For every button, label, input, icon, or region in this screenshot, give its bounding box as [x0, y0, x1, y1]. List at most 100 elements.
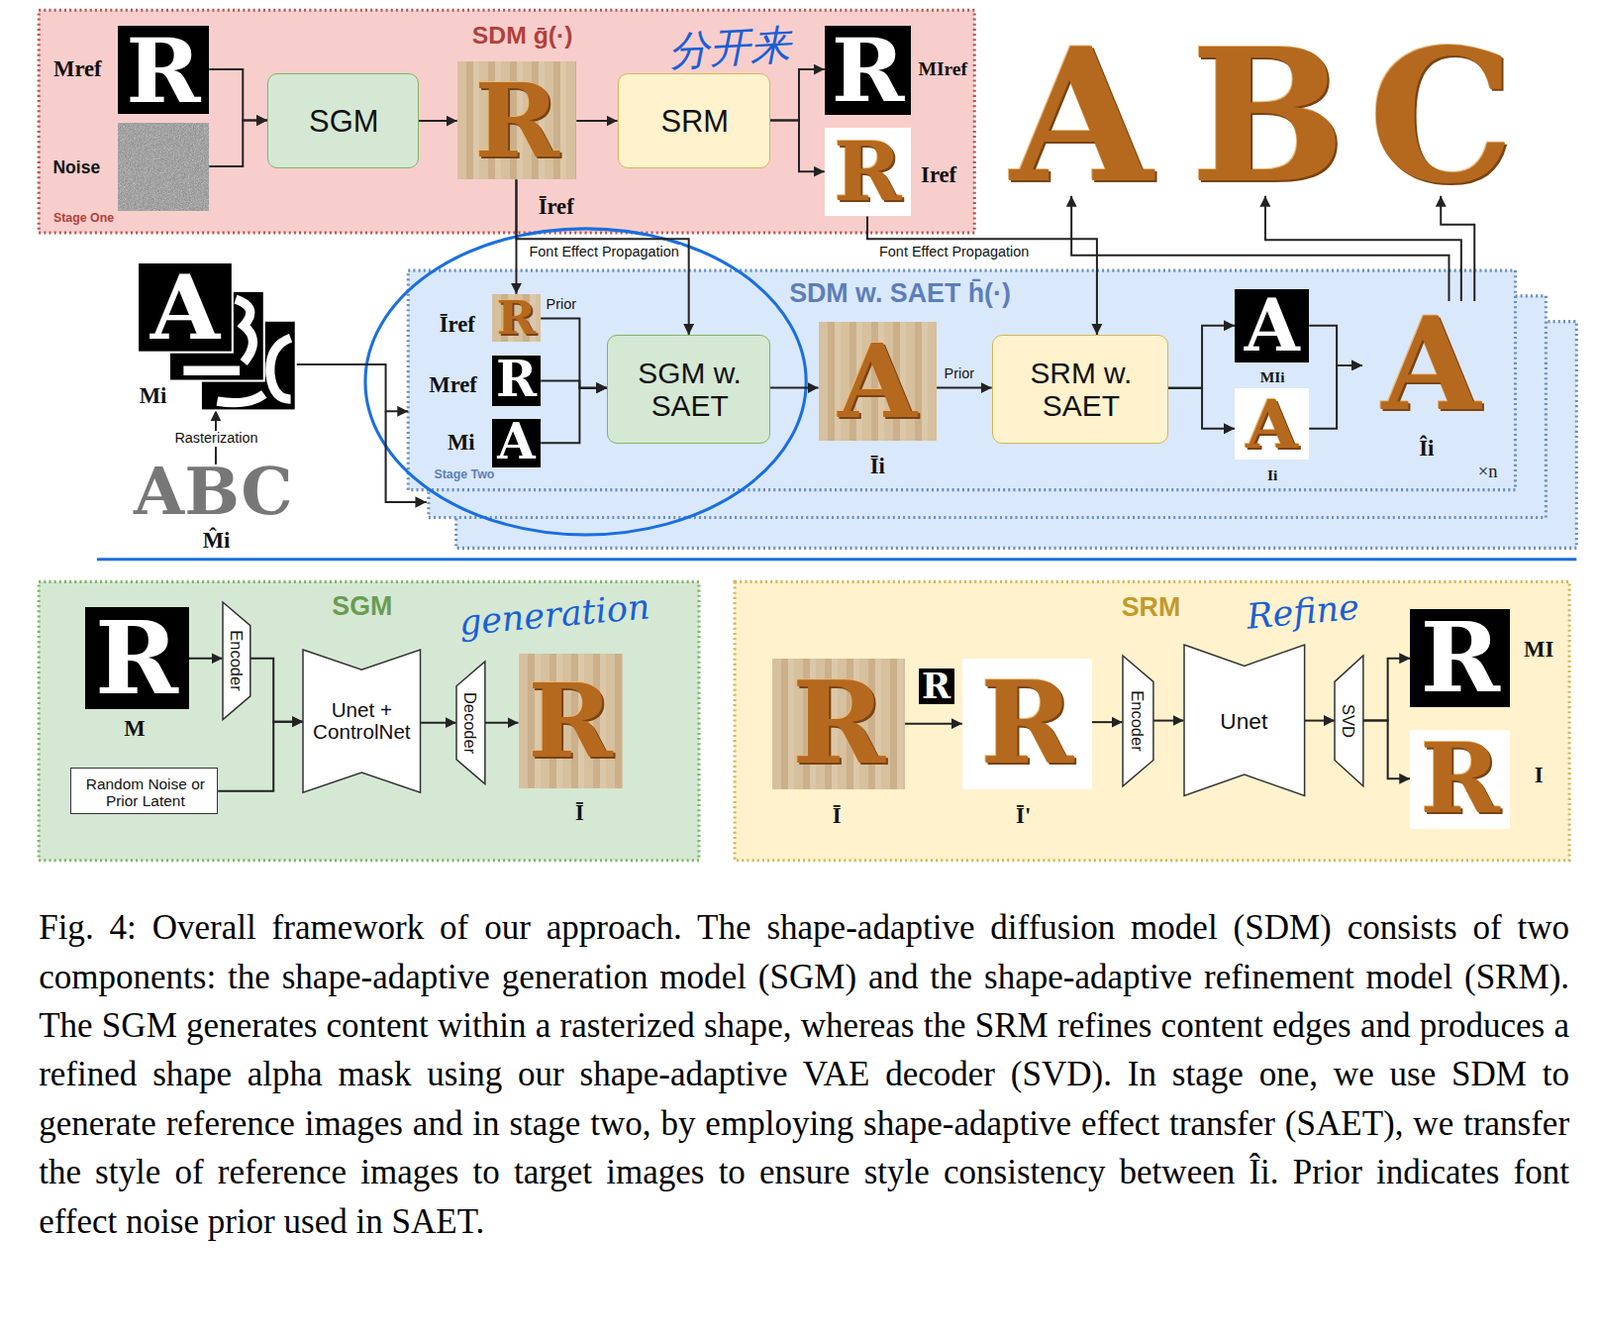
text-holder: A — [1245, 396, 1299, 450]
text-holder: Īref — [538, 195, 575, 220]
panel-title: SRM — [1121, 593, 1182, 622]
module-name: SGM w. SAET — [620, 357, 759, 423]
text-holder: Ii — [1267, 466, 1278, 484]
text-holder: R — [125, 33, 200, 106]
refined-image: AIi — [1234, 388, 1309, 460]
text-holder: R — [95, 617, 179, 699]
flow-arrow — [208, 69, 268, 121]
mask-icon: R — [918, 668, 955, 704]
flow-arrow — [1440, 196, 1475, 301]
text-holder: R — [1420, 740, 1501, 818]
text-holder: R — [1420, 619, 1501, 698]
glyph-letter: C — [1368, 42, 1515, 190]
text-holder: R — [980, 678, 1074, 769]
mask-sheet — [137, 262, 233, 353]
symbol-label: MIi — [1260, 368, 1286, 386]
hand-drawn-ellipse — [365, 228, 806, 535]
flow-arrow — [249, 658, 303, 722]
text-holder: SGM w. SAET — [620, 357, 759, 423]
flow-arrow — [904, 722, 963, 725]
hand-drawn-underline — [97, 557, 1577, 561]
text-holder: A — [837, 340, 917, 422]
mask-image: AMIi — [1234, 289, 1309, 363]
text-holder: ×n — [1478, 461, 1499, 482]
unet-block: Unet + ControlNet — [302, 649, 421, 793]
stage-region: SDM ḡ(·)Stage OneRMrefNoiseSGMRĪrefSRMRM… — [38, 9, 975, 233]
mask-letter: A — [497, 423, 535, 464]
generated-image: RĪref — [457, 61, 578, 181]
text-holder: SGM — [331, 592, 393, 621]
text-holder: SRM — [1121, 593, 1182, 622]
flow-arrow — [1265, 196, 1462, 301]
glyph-letter: R — [792, 678, 886, 769]
text-holder: SDM ḡ(·) — [472, 21, 574, 49]
text-holder: Encoder — [227, 630, 246, 692]
edge-label: Prior — [941, 366, 978, 383]
glyph-letter: R — [527, 679, 613, 761]
flow-arrow — [1303, 719, 1335, 722]
flow-arrow — [515, 179, 689, 335]
text-holder: Mref — [53, 57, 102, 83]
panel-fill — [407, 270, 1515, 491]
encoder-block: Encoder — [222, 601, 251, 720]
block-shape — [1122, 655, 1154, 787]
figure-caption: Fig. 4: Overall framework of our approac… — [38, 902, 1570, 1246]
text-holder: R — [833, 139, 902, 205]
generated-image: AĪi — [818, 321, 938, 442]
symbol-label: Īref — [439, 311, 476, 337]
mask-stack: AMi — [137, 262, 297, 410]
text-holder: Iref — [920, 163, 957, 189]
text-holder: MIref — [917, 58, 968, 81]
block-name: Encoder — [227, 630, 246, 692]
stage-label: Stage Two — [433, 468, 495, 483]
rasterized-text: ABCM̂i — [132, 464, 295, 519]
text-holder: Īi — [870, 454, 886, 480]
module-name: SGM — [308, 104, 379, 139]
text-holder: Prior — [543, 297, 580, 313]
block-shape — [302, 649, 421, 793]
text-holder: Prior — [941, 366, 978, 383]
panel-fill — [38, 9, 975, 233]
symbol-label: Mref — [53, 57, 102, 83]
edge-label: Prior — [543, 297, 580, 313]
flow-arrow — [770, 120, 825, 173]
symbol-label: Mref — [428, 372, 478, 398]
symbol-label: Îi — [1418, 436, 1434, 462]
text-holder: R — [792, 678, 886, 769]
text-holder: Font Effect Propagation — [876, 244, 1032, 261]
text-holder: SVD — [1339, 703, 1358, 738]
text-holder: Mref — [428, 372, 478, 398]
text-holder: Ī — [575, 800, 585, 826]
flow-arrow — [576, 119, 617, 122]
symbol-label: Iref — [920, 163, 957, 189]
flow-arrow — [1092, 720, 1123, 723]
generated-image: RĪ — [772, 658, 905, 790]
block-shape — [1184, 644, 1305, 797]
text-holder: A — [1381, 313, 1481, 416]
repeat-label: ×n — [1478, 461, 1499, 482]
text-holder: Îi — [1418, 436, 1434, 462]
text-holder: Stage Two — [433, 468, 495, 483]
text-holder: Font Effect Propagation — [526, 244, 683, 261]
mask-letter: R — [921, 672, 951, 700]
block-name: SVD — [1339, 703, 1358, 738]
block-shape — [456, 661, 486, 785]
region-title: SDM ḡ(·) — [472, 21, 574, 49]
encoder-block: Encoder — [1122, 655, 1154, 787]
text-holder: 分开来 — [667, 23, 792, 76]
cutout-image: RĪ' — [962, 658, 1093, 790]
symbol-label: MIref — [917, 58, 968, 81]
text-holder: R — [527, 679, 613, 761]
text-holder: R — [497, 299, 536, 337]
unet-block: Unet — [1184, 644, 1305, 797]
glyph-letter: A — [1245, 396, 1299, 450]
text-holder: MIi — [1260, 368, 1286, 386]
text-holder: A — [150, 271, 220, 344]
text-holder: Mi — [447, 430, 476, 456]
mask-image: RMref — [117, 25, 210, 115]
process-box: SRM w. SAET — [992, 334, 1169, 444]
decoder-block: SVD — [1334, 655, 1364, 787]
flow-arrow — [540, 388, 607, 444]
mask-letter: R — [125, 33, 200, 106]
